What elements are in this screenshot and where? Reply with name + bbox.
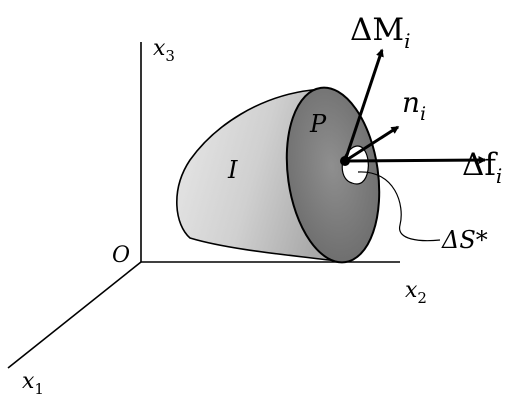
x2-axis-label: x2 [405,278,427,307]
delta-f-label: Δfi [462,147,502,188]
x1-axis [7,261,142,369]
normal-label: ni [402,86,426,125]
x3-axis-label: x3 [153,36,175,65]
delta-m-label: ΔMi [350,12,411,53]
area-element-delta-s [341,145,369,185]
x1-axis-label: x1 [22,369,44,397]
delta-s-leader-line [357,171,441,242]
moment-vector-arrow [343,48,384,162]
normal-vector-arrow [344,125,400,163]
region-i-label: I [227,156,238,184]
force-vector-arrow [344,156,487,165]
region-p-label: P [309,110,327,138]
origin-label: O [112,243,130,268]
delta-s-label: ΔS* [441,226,488,254]
